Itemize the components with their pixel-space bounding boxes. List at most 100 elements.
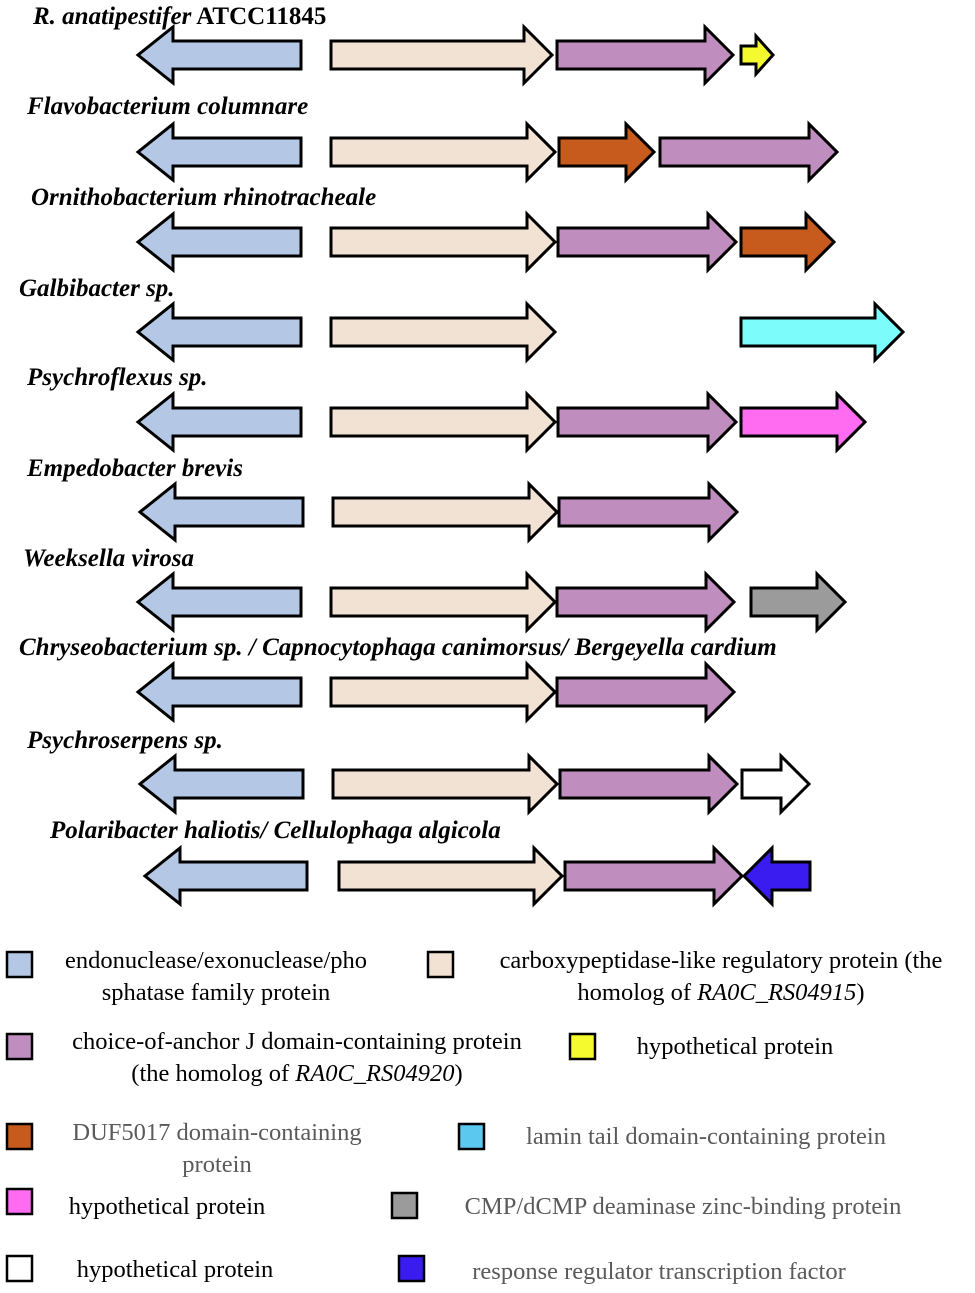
legend-item: response regulator transcription factor — [397, 1254, 846, 1285]
legend-label-part: hypothetical protein — [637, 1033, 834, 1060]
organism-row: R. anatipestifer ATCC11845 — [32, 3, 776, 87]
organism-name: Empedobacter brevis — [26, 455, 243, 482]
organism-row: Flavobacterium columnare — [26, 93, 840, 184]
organism-name: R. anatipestifer — [32, 3, 192, 30]
legend-label-part: ) — [856, 979, 864, 1006]
legend-item: choice-of-anchor J domain-containing pro… — [5, 1028, 522, 1087]
legend-label-part: response regulator transcription factor — [472, 1258, 845, 1285]
gene-arrow-duf5017 — [557, 120, 657, 184]
gene-arrow-cmp-deaminase — [749, 570, 848, 634]
gene-arrow-choice-of-anchor — [558, 752, 740, 816]
legend-label-part: hypothetical protein — [77, 1256, 274, 1283]
legend-label-part: sphatase family protein — [102, 979, 331, 1006]
gene-arrow-choice-of-anchor — [556, 210, 739, 274]
gene-arrow-carboxypeptidase — [329, 570, 558, 634]
organism-label: Ornithobacterium rhinotracheale — [31, 184, 376, 211]
organism-row: Empedobacter brevis — [26, 455, 740, 544]
gene-arrow-choice-of-anchor — [556, 390, 739, 454]
organism-name: Weeksella virosa — [23, 545, 194, 572]
legend-label: hypothetical protein — [69, 1193, 266, 1220]
legend-label: carboxypeptidase-like regulatory protein… — [500, 947, 943, 974]
gene-arrow-carboxypeptidase — [331, 480, 560, 544]
legend-item: hypothetical protein — [5, 1187, 266, 1220]
legend-swatch-endonuclease — [5, 950, 34, 979]
legend-label: response regulator transcription factor — [472, 1258, 845, 1285]
gene-arrow-endonuclease — [137, 480, 305, 544]
gene-arrow-endonuclease — [135, 210, 303, 274]
gene-arrow-endonuclease — [142, 844, 309, 908]
gene-arrow-endonuclease — [135, 120, 303, 184]
organism-name: Ornithobacterium rhinotracheale — [31, 184, 376, 211]
gene-arrow-endonuclease — [135, 390, 303, 454]
gene-arrow-lamin-tail-gene — [739, 300, 906, 364]
legend-item: hypothetical protein — [568, 1032, 834, 1061]
gene-arrow-carboxypeptidase — [329, 300, 558, 364]
gene-arrow-carboxypeptidase — [329, 210, 558, 274]
legend-label: DUF5017 domain-containing — [72, 1119, 361, 1146]
gene-arrow-carboxypeptidase — [337, 844, 565, 908]
legend-swatch-carboxypeptidase — [426, 950, 455, 979]
organism-name: Polaribacter haliotis/ Cellulophaga algi… — [49, 817, 501, 844]
legend-label: sphatase family protein — [102, 979, 331, 1006]
legend-label-part: protein — [182, 1151, 251, 1178]
gene-arrow-choice-of-anchor — [555, 23, 736, 87]
legend-item: hypothetical protein — [5, 1254, 274, 1283]
legend-label-part: hypothetical protein — [69, 1193, 266, 1220]
gene-arrow-endonuclease — [135, 23, 303, 87]
gene-arrow-response-regulator — [741, 844, 812, 908]
legend-item: lamin tail domain-containing protein — [457, 1122, 886, 1151]
organism-label: Weeksella virosa — [23, 545, 194, 572]
organism-row: Galbibacter sp. — [19, 275, 906, 364]
organism-label: Flavobacterium columnare — [26, 93, 308, 120]
gene-arrow-endonuclease — [135, 660, 303, 724]
gene-arrow-choice-of-anchor — [557, 480, 740, 544]
legend-label-part: CMP/dCMP deaminase zinc-binding protein — [465, 1193, 902, 1220]
legend-label-part: lamin tail domain-containing protein — [526, 1123, 886, 1150]
gene-arrow-carboxypeptidase — [329, 120, 558, 184]
gene-arrow-choice-of-anchor — [555, 570, 737, 634]
organism-name: Galbibacter sp. — [19, 275, 175, 302]
legend-swatch-hypothetical-yellow — [568, 1032, 597, 1061]
legend-label-part: endonuclease/exonuclease/pho — [65, 947, 367, 974]
legend-label: protein — [182, 1151, 251, 1178]
legend-label-part: (the homolog of — [131, 1060, 295, 1087]
organism-label: Polaribacter haliotis/ Cellulophaga algi… — [49, 817, 501, 844]
organism-row: Polaribacter haliotis/ Cellulophaga algi… — [49, 817, 812, 908]
legend-swatch-cmp-deaminase — [390, 1191, 419, 1220]
organism-row: Psychroflexus sp. — [26, 364, 868, 454]
legend-swatch-choice-of-anchor — [5, 1032, 34, 1061]
legend-label: hypothetical protein — [77, 1256, 274, 1283]
legend-label: CMP/dCMP deaminase zinc-binding protein — [465, 1193, 902, 1220]
legend-item: DUF5017 domain-containing protein — [5, 1119, 362, 1178]
legend-label-part: RA0C_RS04915 — [696, 979, 856, 1006]
legend-label-part: carboxypeptidase-like regulatory protein… — [500, 947, 943, 974]
gene-arrow-hypothetical-yellow — [739, 32, 776, 78]
legend-label: (the homolog of RA0C_RS04920) — [131, 1060, 462, 1087]
legend-swatch-response-regulator — [397, 1254, 426, 1283]
legend-label-part: choice-of-anchor J domain-containing pro… — [72, 1028, 522, 1055]
legend-label: homolog of RA0C_RS04915) — [577, 979, 864, 1006]
legend-item: CMP/dCMP deaminase zinc-binding protein — [390, 1191, 902, 1220]
legend-label-part: homolog of — [577, 979, 697, 1006]
gene-arrow-choice-of-anchor — [555, 660, 737, 724]
legend-swatch-hypothetical-pink — [5, 1187, 34, 1216]
legend-item: carboxypeptidase-like regulatory protein… — [426, 947, 943, 1006]
gene-arrow-hypothetical-white — [740, 752, 812, 816]
organism-label: Psychroflexus sp. — [26, 364, 208, 391]
organism-row: Chryseobacterium sp. / Capnocytophaga ca… — [19, 634, 777, 724]
organism-row: Psychroserpens sp. — [26, 727, 812, 816]
legend-swatch-hypothetical-white — [5, 1254, 34, 1283]
organism-label: Galbibacter sp. — [19, 275, 175, 302]
gene-arrow-carboxypeptidase — [329, 23, 555, 87]
organism-label: Psychroserpens sp. — [26, 727, 223, 754]
legend-swatch-lamin-tail — [457, 1122, 486, 1151]
organism-label: Empedobacter brevis — [26, 455, 243, 482]
legend-swatch-duf5017 — [5, 1122, 34, 1151]
legend-label-part: RA0C_RS04920 — [294, 1060, 454, 1087]
organism-name: Psychroserpens sp. — [26, 727, 223, 754]
organism-name: Flavobacterium columnare — [26, 93, 308, 120]
organism-label: R. anatipestifer ATCC11845 — [32, 3, 326, 30]
legend-label: hypothetical protein — [637, 1033, 834, 1060]
gene-arrow-choice-of-anchor — [563, 844, 745, 908]
